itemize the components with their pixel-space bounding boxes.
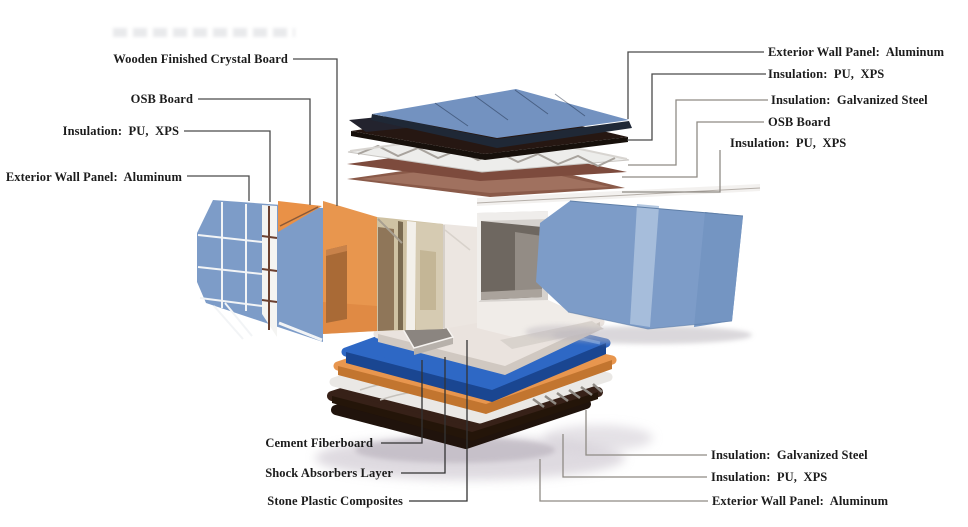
label-wooden-finished-crystal-board: Wooden Finished Crystal Board <box>113 51 288 66</box>
label-roof-insulation-2: Insulation: PU, XPS <box>730 135 847 150</box>
wall-studs <box>261 206 278 330</box>
roof-layer-aluminum-panel <box>349 89 632 148</box>
label-cement-fiberboard: Cement Fiberboard <box>265 435 373 450</box>
leader-floor-aluminum <box>539 459 708 502</box>
leader-roof-osb <box>622 121 764 178</box>
leader-roof-insulation-2 <box>622 150 721 193</box>
leader-lines <box>184 51 768 502</box>
leader-wooden-finished-crystal-board <box>293 58 338 206</box>
label-shock-absorbers: Shock Absorbers Layer <box>265 465 393 480</box>
label-floor-aluminum: Exterior Wall Panel: Aluminum <box>712 493 889 508</box>
leader-exterior-wall-left <box>187 175 250 201</box>
wall-layer-tan-panels <box>377 217 443 331</box>
label-floor-insulation: Insulation: PU, XPS <box>711 469 828 484</box>
wall-layer-cream-panel <box>443 224 477 329</box>
faded-watermark <box>113 28 295 37</box>
label-roof-insulation-1: Insulation: PU, XPS <box>768 66 885 81</box>
label-roof-osb: OSB Board <box>768 114 831 129</box>
leader-roof-galvanized <box>628 99 768 166</box>
leader-insulation-left <box>184 130 271 202</box>
wall-layer-orange-insulation <box>323 201 377 334</box>
roof-assembly <box>347 89 761 206</box>
frame-slats <box>532 383 603 409</box>
wall-assembly <box>197 200 604 349</box>
leader-stone-plastic <box>409 340 468 502</box>
leader-roof-aluminum <box>627 51 764 119</box>
right-wall-panel <box>525 200 752 344</box>
label-stone-plastic: Stone Plastic Composites <box>267 493 403 508</box>
label-osb-board-left: OSB Board <box>130 91 193 106</box>
label-roof-aluminum: Exterior Wall Panel: Aluminum <box>768 44 945 59</box>
wall-panel-joints <box>197 202 263 340</box>
leader-floor-galvanized <box>585 410 707 456</box>
label-exterior-wall-left: Exterior Wall Panel: Aluminum <box>5 169 182 184</box>
leader-cement-fiberboard <box>381 360 423 444</box>
floor-assembly <box>315 288 653 480</box>
leader-floor-insulation <box>562 434 707 478</box>
label-insulation-left: Insulation: PU, XPS <box>62 123 179 138</box>
leader-shock-absorbers <box>401 357 446 474</box>
panel-shadow <box>552 326 752 344</box>
leader-roof-insulation-1 <box>627 73 766 141</box>
wall-module-box <box>477 211 548 303</box>
roof-layer-bottom-board <box>476 184 761 206</box>
roof-panel-seams <box>434 89 586 127</box>
floor-shadow <box>315 425 653 480</box>
leader-osb-board-left <box>198 98 311 205</box>
wall-orange-box <box>326 245 347 323</box>
label-roof-galvanized: Insulation: Galvanized Steel <box>771 92 928 107</box>
label-floor-galvanized: Insulation: Galvanized Steel <box>711 447 868 462</box>
wall-layer-aluminum-panel <box>197 200 323 342</box>
